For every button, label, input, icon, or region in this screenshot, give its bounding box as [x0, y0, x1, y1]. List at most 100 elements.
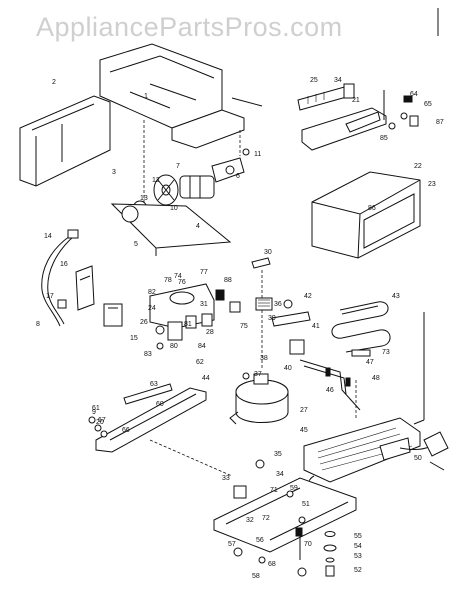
part-labels: 1234567891011121314151617202122232425262… [36, 77, 444, 580]
condenser-coil [303, 417, 421, 497]
part-number-label-p32: 32 [246, 517, 254, 524]
part-number-label-p82: 82 [148, 289, 156, 296]
part-number-label-p47: 47 [366, 359, 374, 366]
part-number-label-p59: 59 [290, 485, 298, 492]
part-number-label-p10: 10 [170, 205, 178, 212]
part-number-label-p15: 15 [130, 335, 138, 342]
bottom-base-plate [213, 459, 357, 577]
part-number-label-p81: 81 [184, 321, 192, 328]
part-number-label-p2: 2 [52, 79, 56, 86]
part-number-label-p8: 8 [36, 321, 40, 328]
part-number-label-p68: 68 [268, 561, 276, 568]
part-number-label-p21: 21 [352, 97, 360, 104]
watermark: AppliancePartsPros.com [36, 12, 343, 42]
part-number-label-p76: 76 [178, 279, 186, 286]
fastener-stack [323, 531, 337, 577]
part-number-label-p71: 71 [270, 487, 278, 494]
part-number-label-p57: 57 [228, 541, 236, 548]
part-number-label-p50: 50 [414, 455, 422, 462]
part-number-label-p20: 20 [96, 419, 104, 426]
part-number-label-p88: 88 [224, 277, 232, 284]
upper-right-brackets [297, 83, 419, 151]
part-number-label-p44: 44 [202, 375, 210, 382]
part-number-label-p48: 48 [372, 375, 380, 382]
part-number-label-p13: 13 [140, 195, 148, 202]
part-number-label-p14: 14 [44, 233, 52, 240]
compressor [229, 372, 289, 425]
base-rail [88, 383, 207, 453]
part-number-label-p83: 83 [144, 351, 152, 358]
part-number-label-p46: 46 [326, 387, 334, 394]
part-number-label-p56: 56 [256, 537, 264, 544]
part-number-label-p75: 75 [240, 323, 248, 330]
terminal-block [251, 257, 311, 355]
part-number-label-p65: 65 [424, 101, 432, 108]
part-number-label-p66: 66 [122, 427, 130, 434]
refrigerant-tubing [299, 359, 361, 411]
part-number-label-p28: 28 [206, 329, 214, 336]
part-number-label-p77: 77 [200, 269, 208, 276]
part-number-label-p37: 37 [254, 371, 262, 378]
part-number-label-p78: 78 [164, 277, 172, 284]
part-number-label-p62: 62 [196, 359, 204, 366]
part-number-label-p73: 73 [382, 349, 390, 356]
part-number-label-p55: 55 [354, 533, 362, 540]
part-number-label-p53: 53 [354, 553, 362, 560]
left-side-panel [19, 95, 111, 187]
part-number-label-p9: 9 [92, 409, 96, 416]
part-number-label-p74: 74 [174, 273, 182, 280]
part-number-label-p25: 25 [310, 77, 318, 84]
part-number-label-p85: 85 [380, 135, 388, 142]
part-number-label-p38: 38 [260, 355, 268, 362]
part-number-label-p24: 24 [148, 305, 156, 312]
part-number-label-p58: 58 [252, 573, 260, 580]
part-number-label-p64: 64 [410, 91, 418, 98]
part-number-label-p43: 43 [392, 293, 400, 300]
part-number-label-p17: 17 [46, 293, 54, 300]
part-number-label-p60: 60 [156, 401, 164, 408]
part-number-label-p41: 41 [312, 323, 320, 330]
part-number-label-p35: 35 [274, 451, 282, 458]
part-number-label-p23: 23 [428, 181, 436, 188]
part-number-label-p42: 42 [304, 293, 312, 300]
control-housing [149, 283, 241, 350]
power-cord [399, 431, 449, 471]
part-number-label-p11: 11 [254, 151, 261, 158]
part-number-label-p87: 87 [436, 119, 444, 126]
part-number-label-p5: 5 [134, 241, 138, 248]
part-number-label-p16: 16 [60, 261, 68, 268]
part-number-label-p12: 12 [152, 177, 160, 184]
part-number-label-p1: 1 [144, 93, 148, 100]
liner-box [311, 171, 421, 259]
part-number-label-p22: 22 [414, 163, 422, 170]
relay-bracket [57, 265, 123, 327]
part-number-label-p51: 51 [302, 501, 310, 508]
part-number-label-p84: 84 [198, 343, 206, 350]
part-number-label-p54: 54 [354, 543, 362, 550]
part-number-label-p61: 61 [92, 405, 100, 412]
part-number-label-p39: 39 [268, 315, 276, 322]
part-number-label-p70: 70 [304, 541, 312, 548]
part-number-label-p31: 31 [200, 301, 208, 308]
part-number-label-p7: 7 [176, 163, 180, 170]
part-number-label-p52: 52 [354, 567, 362, 574]
fan-bracket [110, 203, 232, 256]
assembly-line-4 [149, 439, 233, 477]
part-number-label-p3: 3 [112, 169, 116, 176]
part-number-label-p33: 33 [222, 475, 230, 482]
part-number-label-p72: 72 [262, 515, 270, 522]
part-number-label-p86: 86 [368, 205, 376, 212]
part-number-label-p6: 6 [236, 173, 240, 180]
part-number-label-p34: 34 [334, 77, 342, 84]
part-number-label-p67: 67 [98, 417, 106, 424]
part-number-label-p30: 30 [264, 249, 272, 256]
part-number-label-p36: 36 [274, 301, 282, 308]
part-number-label-p26: 26 [140, 319, 148, 326]
part-number-label-p4: 4 [196, 223, 200, 230]
top-housing [99, 43, 263, 149]
part-number-label-p27: 27 [300, 407, 308, 414]
part-number-label-p40: 40 [284, 365, 292, 372]
part-number-label-p80: 80 [170, 343, 178, 350]
